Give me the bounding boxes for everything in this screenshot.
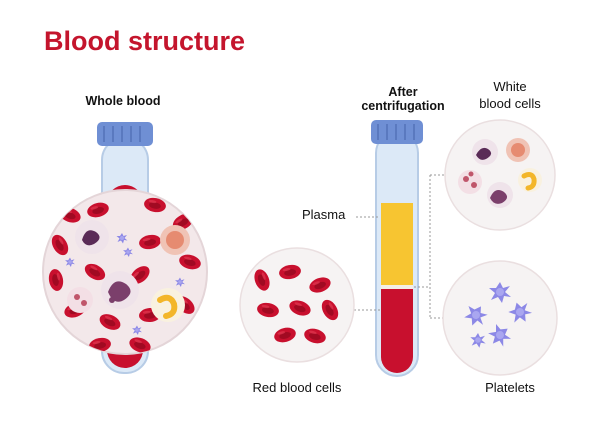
white-blood-cells-label: White blood cells	[455, 78, 565, 112]
white-blood-cell-icon	[75, 220, 109, 254]
platelets-label: Platelets	[485, 380, 535, 395]
whole-blood-magnified-circle	[42, 189, 208, 355]
connector-lines	[350, 174, 445, 319]
white-blood-cells-line-1: White	[493, 79, 527, 94]
test-tube-icon	[97, 122, 153, 146]
red-blood-cells-circle	[239, 247, 355, 363]
white-blood-cells-circle	[444, 119, 556, 231]
plasma-label: Plasma	[302, 207, 346, 222]
after-centrifugation-line-2: centrifugation	[361, 99, 445, 113]
page-title: Blood structure	[44, 26, 246, 56]
after-centrifugation-label: After centrifugation	[348, 85, 458, 113]
buffy-coat-layer	[381, 285, 413, 289]
plasma-layer	[381, 203, 413, 285]
red-blood-cells-label: Red blood cells	[252, 380, 342, 395]
platelets-circle	[442, 260, 558, 376]
white-blood-cells-line-2: blood cells	[479, 96, 541, 111]
after-centrifugation-line-1: After	[388, 85, 418, 99]
centrifuged-tube	[371, 120, 423, 377]
whole-blood-label: Whole blood	[85, 94, 161, 108]
red-cell-layer	[381, 289, 413, 373]
